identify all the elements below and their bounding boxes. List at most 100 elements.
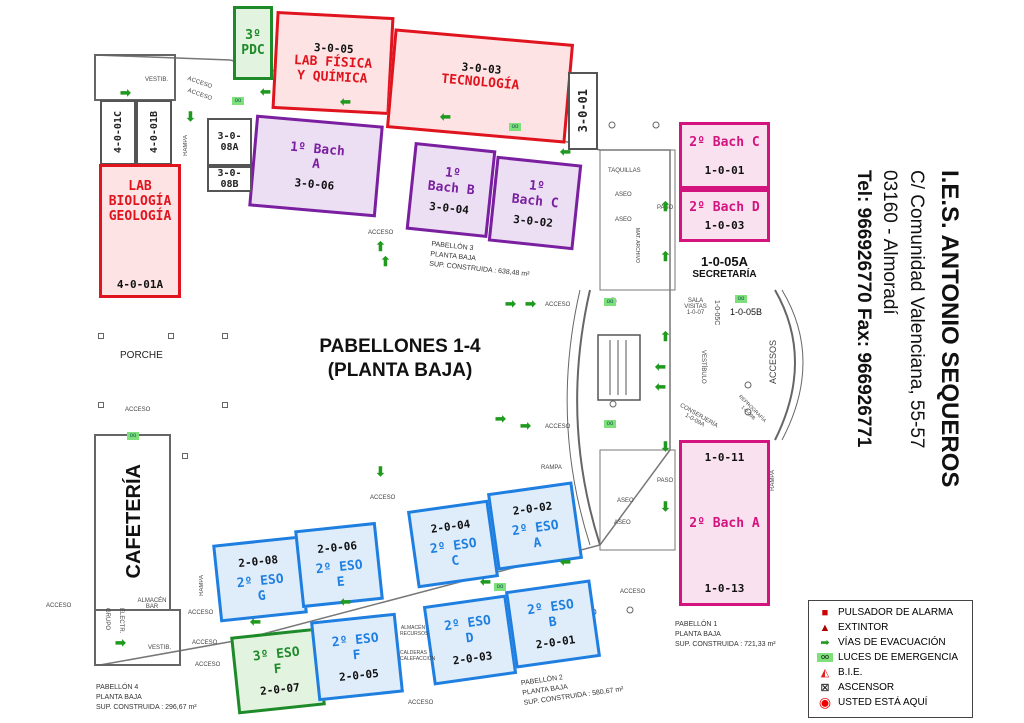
room-name: 2º ESO E [315,557,364,590]
evacuation-arrow-icon: ➡ [495,411,506,426]
electr-label: ELECTR. [118,608,124,634]
room-1-0-05b: 1-0-05B [730,307,763,317]
legend-label: VÍAS DE EVACUACIÓN [838,637,946,648]
room-name: 2º ESO F [331,630,380,663]
evacuation-arrow-icon: ➡ [525,296,536,311]
school-phone: Tel: 966926770 Fax: 966926771 [853,170,874,448]
evacuation-arrow-icon: ⬅ [655,359,666,374]
rampa-label: RAMPA [770,470,776,491]
evacuation-arrow-icon: ⬅ [440,109,451,124]
room-lab-biologia-geologia[interactable]: LAB BIOLOGÍA GEOLOGÍA 4-0-01A [99,164,181,298]
room-code: 4-0-01B [148,111,160,154]
room-name: 1º Bach C [511,177,560,211]
room-3-pdc[interactable]: 3º PDC [233,6,273,80]
room-3-0-08b[interactable]: 3-0-08B [207,166,252,192]
legend-item: ◭B.I.E. [817,665,964,680]
almacen-recursos-label: ALMACÉN RECURSOS [400,625,429,637]
room-3-0-08a[interactable]: 3-0-08A [207,118,252,166]
room-name: 3º ESO F [252,644,301,677]
school-address: C/ Comunidad Valenciana, 55-57 [906,170,927,449]
room-name: 2º ESO B [526,596,575,630]
rampa-label: RAMPA [199,575,205,596]
column [222,333,228,339]
room-cafeteria[interactable]: CAFETERÍA [100,440,168,602]
room-name: 2º Bach C [689,134,760,150]
room-code: 4-0-01A [116,278,164,291]
school-name: I.E.S. ANTONIO SEQUEROS [936,170,963,488]
column [98,333,104,339]
aseo-label: ASEO [614,520,631,526]
room-name: LAB FÍSICA Y QUÍMICA [293,52,373,87]
paso-label: PASO [657,478,674,484]
column [182,453,188,459]
evacuation-arrow-icon: ⬅ [480,574,491,589]
emergency-light-icon: oo [127,432,139,440]
room-name: CAFETERÍA [122,463,145,579]
room-code: 1-0-13 [704,582,745,595]
evacuation-arrow-icon: ⬅ [560,144,571,159]
legend-item: ⊠ASCENSOR [817,680,964,695]
room-3-0-01[interactable]: 3-0-01 [568,72,598,150]
caption-line: SUP. CONSTRUIDA : 296,67 m² [96,704,197,711]
legend-label: PULSADOR DE ALARMA [838,607,954,618]
room-name: 1º Bach A [289,139,346,172]
legend-label: EXTINTOR [838,622,889,633]
acceso-label: ACCESO [370,495,396,501]
room-code: 3-0-04 [428,199,470,217]
vestib-label: VESTIB. [145,77,169,83]
grupo-label: GRUPO [104,608,110,631]
acceso-label: ACCESO [192,640,218,646]
room-name: 2º ESO C [428,535,478,569]
acceso-label: ACCESO [545,302,571,308]
column [98,402,104,408]
room-code: 2-0-06 [316,538,358,556]
fire-hose-icon: ◭ [820,667,830,679]
room-code: 2-0-04 [429,516,472,536]
evacuation-arrow-icon: ➡ [520,418,531,433]
plan-title: PABELLONES 1-4(PLANTA BAJA) [300,335,500,383]
vestib-label: VESTIB. [148,645,172,651]
room-4-0-01c[interactable]: 4-0-01C [100,100,136,165]
legend-label: ASCENSOR [838,682,895,693]
acceso-label: ACCESO [620,589,646,595]
evacuation-arrow-icon: ⬅ [655,379,666,394]
room-code: 3-0-02 [512,212,554,230]
room-name: 3º PDC [241,28,265,58]
acceso-label: ACCESO [188,610,214,616]
evacuation-arrow-icon: ⬅ [340,594,351,609]
room-4-0-01b[interactable]: 4-0-01B [136,100,172,165]
room-1-0-05c: 1-0-05C [713,300,720,326]
room-name: LAB BIOLOGÍA GEOLOGÍA [108,179,172,224]
room-name: TECNOLOGÍA [440,71,520,94]
evacuation-arrow-icon: ⬆ [660,249,671,264]
mat-archivo-label: MAT. ARCHIVO [634,228,640,263]
room-code: 1-0-11 [704,451,745,464]
room-name: 2º ESO D [443,612,492,646]
room-code: 2-0-07 [259,680,301,698]
subtitle-line: (PLANTA BAJA) [327,360,473,381]
extinguisher-icon: ▲ [819,621,831,634]
caption-line: PABELLÓN 4 [96,684,139,691]
legend: ■PULSADOR DE ALARMA ▲EXTINTOR ➡VÍAS DE E… [808,600,973,718]
room-code: 2-0-08 [237,552,279,570]
room-code: 3-0-01 [576,89,590,133]
almacen-bar-label: ALMACÉN BAR [137,598,167,610]
sala-visitas-label: SALA VISITAS 1-0-07 [684,298,707,316]
